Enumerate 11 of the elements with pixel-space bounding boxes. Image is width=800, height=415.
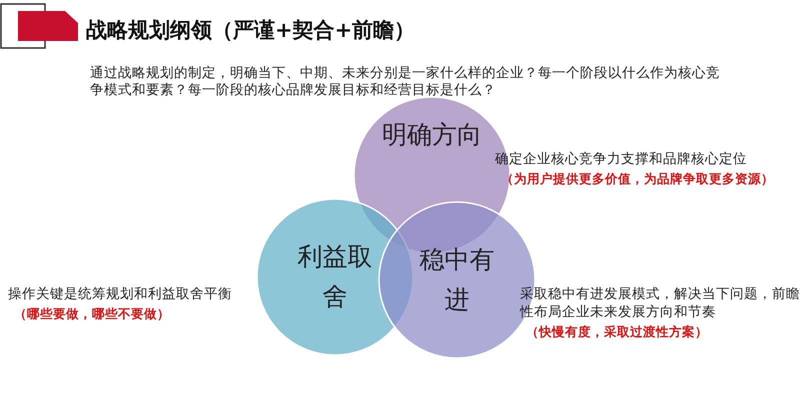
circle-label: 明确方向 xyxy=(381,119,483,151)
note-text: （哪些要做，哪些不要做） xyxy=(14,305,171,323)
intro-text: 通过战略规划的制定，明确当下、中期、未来分别是一家什么样的企业？每一个阶段以什么作为核心竞争模式和要素？每一阶段的核心品牌发展目标和经营目标是什么？ xyxy=(90,65,721,99)
circle-label: 利益取舍 xyxy=(296,241,374,313)
description-text: 操作关键是统筹规划和利益取舍平衡 xyxy=(8,285,233,303)
note-text: （为用户提供更多价值，为品牌争取更多资源） xyxy=(501,170,775,188)
description-text: 采取稳中有进发展模式，解决当下问题，前瞻性布局企业未来发展方向和节奏 xyxy=(520,285,800,321)
note-text: （快慢有度，采取过渡性方案） xyxy=(526,323,709,341)
description-text: 确定企业核心竞争力支撑和品牌核心定位 xyxy=(495,150,748,168)
circle-label: 稳中有进 xyxy=(418,244,496,316)
title: 战略规划纲领（严谨+契合+前瞻） xyxy=(86,17,416,44)
